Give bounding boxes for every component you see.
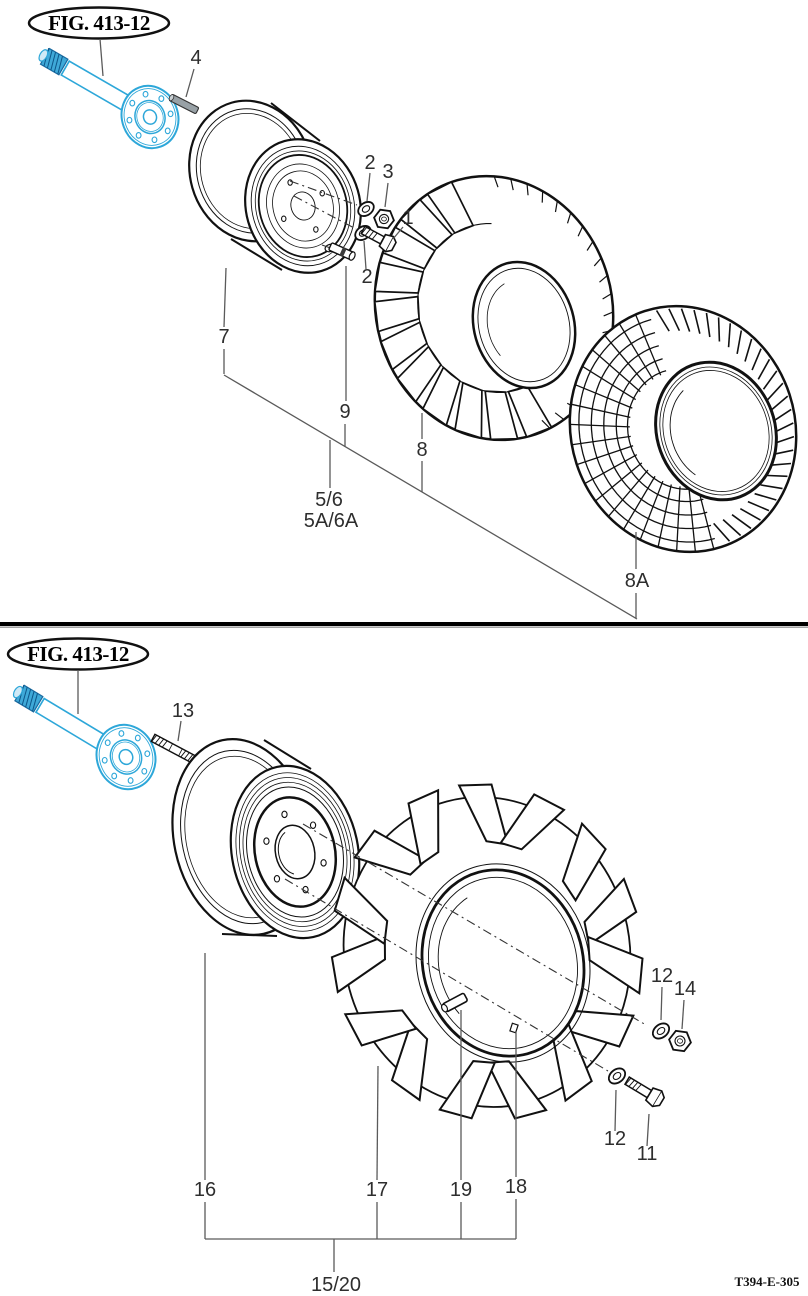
callout-3-label: 3 [382,161,393,183]
assembly-axis-dash-4 [284,878,609,1072]
callout-15-20-label: 15/20 [311,1274,361,1296]
callout-19-label: 19 [450,1179,472,1201]
axle-flange-bottom [95,723,157,791]
tube-tab-part-18 [509,1022,519,1034]
figure-badge-top-ellipse [27,6,171,40]
figure-badge-bottom-label: FIG. 413-12 [27,642,129,666]
nut-part-14 [668,1029,692,1053]
document-code: T394-E-305 [735,1274,801,1289]
assembly-axis-dash-3 [302,823,647,1026]
callout-18-label: 18 [505,1176,527,1198]
bolt-part-11 [623,1076,666,1108]
callout-8a-label: 8A [625,570,650,592]
callout-7-label: 7 [218,326,229,348]
callout-2-upper-label: 2 [364,152,375,174]
pin-part-4 [168,94,199,114]
callout-8-label: 8 [416,439,427,461]
bolt-part-1 [360,225,397,253]
callout-9-label: 9 [339,401,350,423]
assembly-axis-dash-2 [293,195,357,230]
tire-turf-part-8a [568,304,798,554]
wheel-rim-top [188,99,362,274]
wheel-rim-bottom [171,738,361,940]
group-bracket-15-20 [204,1199,517,1272]
figure-badge-top-label: FIG. 413-12 [48,11,150,35]
washer-part-12-lower [607,1067,627,1085]
callout-17-label: 17 [366,1179,388,1201]
figure-badge-top-pointer [99,38,104,77]
callout-13-label: 13 [172,700,194,722]
callout-1-label: 1 [402,207,413,229]
pin-tip [168,94,175,102]
section-divider-shadow [0,626,808,628]
callout-5a-6a-label: 5A/6A [304,510,359,532]
group-leader-diagonal [223,374,638,620]
callouts-top: 4 2 3 1 2 7 9 8 5/6 5A/6A 8A [185,47,650,620]
figure-badge-top: FIG. 413-12 [27,6,171,77]
hardware-top [289,180,397,261]
callout-11-label: 11 [637,1143,658,1165]
hardware-bottom [284,823,692,1108]
callout-14-label: 14 [674,978,696,1000]
figure-badge-bottom: FIG. 413-12 [6,637,150,714]
washer-part-12-upper [651,1022,671,1040]
nut-part-3 [373,208,395,230]
valve-stem-part-19 [440,992,468,1013]
callout-5-6-label: 5/6 [315,489,343,511]
callout-12-upper-label: 12 [651,965,673,987]
section-divider [0,622,808,626]
tire-lug-part-8 [373,174,615,442]
callout-2-lower-label: 2 [361,266,372,288]
tire-ag-part-17 [330,783,644,1120]
callout-4-label: 4 [190,47,201,69]
callout-12-lower-label: 12 [604,1128,626,1150]
assembly-axis-dash-1 [289,180,358,206]
valve-stem-top [328,242,356,261]
figure-badge-bottom-ellipse [6,637,150,671]
washer-part-2-upper [357,201,375,217]
callouts-bottom: 13 12 14 12 11 16 17 19 18 15/20 T394-E-… [172,700,800,1296]
axle-flange-top [120,84,180,150]
callout-16-label: 16 [194,1179,216,1201]
